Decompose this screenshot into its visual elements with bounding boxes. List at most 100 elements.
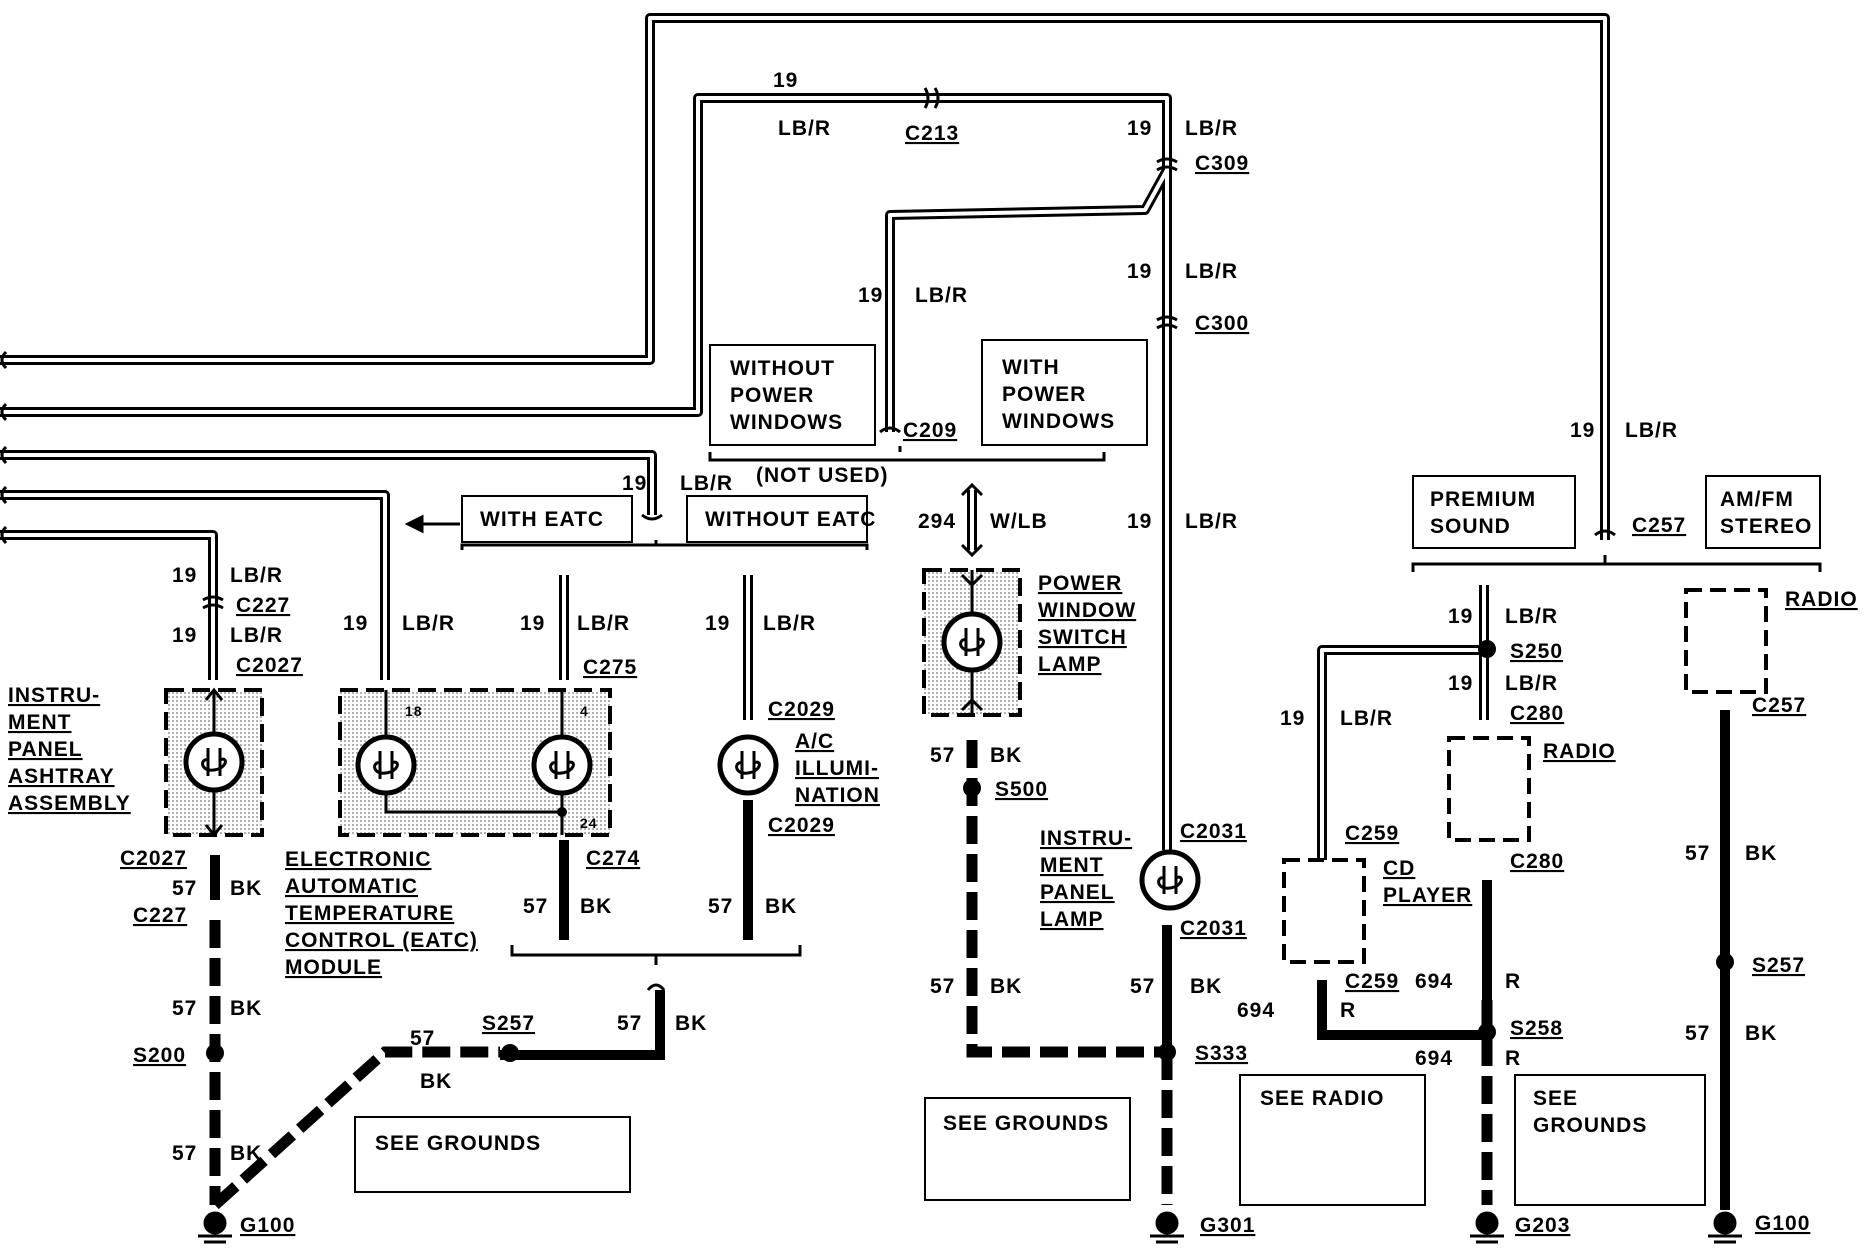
- wire-57: 57: [1685, 1022, 1710, 1045]
- ip-lamp-label-2: MENT: [1040, 854, 1104, 877]
- box-labels: WITHOUT POWER WINDOWS WITH POWER WINDOWS…: [375, 356, 1811, 1155]
- wire-57: 57: [172, 1142, 197, 1165]
- amfm-stereo-line1: AM/FM: [1720, 488, 1794, 511]
- wire-19: 19: [705, 612, 730, 635]
- wire-color: LB/R: [1625, 419, 1678, 442]
- eatc-label-5: MODULE: [285, 956, 382, 979]
- with-power-windows-line3: WINDOWS: [1002, 410, 1115, 433]
- see-grounds-box: SEE GROUNDS: [375, 1132, 541, 1155]
- ip-lamp-label-1: INSTRU-: [1040, 827, 1132, 850]
- wire-57: 57: [1130, 975, 1155, 998]
- wire-57: 57: [172, 877, 197, 900]
- ac-label-1: A/C: [795, 730, 834, 753]
- pw-lamp-label-2: WINDOW: [1038, 599, 1136, 622]
- ashtray-assembly: [164, 687, 264, 838]
- wire-color: LB/R: [402, 612, 455, 635]
- wire-color: BK: [990, 975, 1022, 998]
- ac-illumination-lamp: [720, 737, 776, 793]
- connector-c257: C257: [1632, 514, 1686, 537]
- ashtray-label-4: ASHTRAY: [8, 765, 115, 788]
- ashtray-label-5: ASSEMBLY: [8, 792, 131, 815]
- ip-lamp-label-4: LAMP: [1040, 908, 1104, 931]
- wire-57: 57: [172, 997, 197, 1020]
- splice-s500: S500: [995, 778, 1048, 801]
- wire-color: LB/R: [230, 624, 283, 647]
- component-labels: INSTRU- MENT PANEL ASHTRAY ASSEMBLY ELEC…: [8, 572, 1858, 979]
- pw-lamp-label-3: SWITCH: [1038, 626, 1127, 649]
- wire-color: BK: [230, 997, 262, 1020]
- wire-57: 57: [708, 895, 733, 918]
- wire-color: BK: [1745, 842, 1777, 865]
- connector-c2031: C2031: [1180, 820, 1247, 843]
- see-grounds-line1: SEE: [1533, 1087, 1578, 1110]
- splice-s333: S333: [1195, 1042, 1248, 1065]
- connector-c259: C259: [1345, 970, 1399, 993]
- eatc-label-1: ELECTRONIC: [285, 848, 432, 871]
- wire-color: BK: [675, 1012, 707, 1035]
- wlb-wire: [960, 482, 984, 558]
- splice-s257: S257: [1752, 954, 1805, 977]
- wire-19: 19: [858, 284, 883, 307]
- wire-color: LB/R: [577, 612, 630, 635]
- wire-color: BK: [230, 877, 262, 900]
- wire-color: LB/R: [1505, 672, 1558, 695]
- wire-color: BK: [420, 1070, 452, 1093]
- connector-c259: C259: [1345, 822, 1399, 845]
- wire-19: 19: [1570, 419, 1595, 442]
- radio-label: RADIO: [1785, 588, 1858, 611]
- splice-s257: S257: [482, 1012, 535, 1035]
- instrument-panel-lamp: [1142, 852, 1198, 908]
- eatc-module: [338, 688, 612, 837]
- pin-4: 4: [580, 703, 589, 719]
- wire-color: LB/R: [915, 284, 968, 307]
- connector-c2029: C2029: [768, 814, 835, 837]
- wire-color: LB/R: [763, 612, 816, 635]
- ashtray-label-3: PANEL: [8, 738, 83, 761]
- eatc-label-3: TEMPERATURE: [285, 902, 454, 925]
- wire-color: LB/R: [1505, 605, 1558, 628]
- without-power-windows-line1: WITHOUT: [730, 357, 835, 380]
- ground-symbols: [198, 1211, 1742, 1244]
- connector-c257: C257: [1752, 694, 1806, 717]
- wire-57: 57: [1685, 842, 1710, 865]
- wire-694: 694: [1237, 999, 1275, 1022]
- wire-color: R: [1505, 1047, 1521, 1070]
- ac-label-2: ILLUMI-: [795, 757, 879, 780]
- cd-player-label-1: CD: [1383, 857, 1415, 880]
- splice-s200: S200: [133, 1044, 186, 1067]
- cd-player-label-2: PLAYER: [1383, 884, 1472, 907]
- power-window-switch-lamp: [922, 568, 1022, 717]
- splice-s258: S258: [1510, 1017, 1563, 1040]
- pin-24: 24: [580, 815, 598, 831]
- with-power-windows-line1: WITH: [1002, 356, 1060, 379]
- wire-19: 19: [172, 624, 197, 647]
- connector-c227: C227: [133, 904, 187, 927]
- wire-color: LB/R: [1185, 260, 1238, 283]
- connector-c309: C309: [1195, 152, 1249, 175]
- wire-694: 694: [1415, 970, 1453, 993]
- ground-g203: G203: [1515, 1214, 1570, 1237]
- wire-19: 19: [520, 612, 545, 635]
- connector-c274: C274: [586, 847, 640, 870]
- splice-s250: S250: [1510, 640, 1563, 663]
- ground-g100: G100: [1755, 1212, 1810, 1235]
- ground-g301: G301: [1200, 1214, 1255, 1237]
- wire-color: BK: [1745, 1022, 1777, 1045]
- connector-c227: C227: [236, 594, 290, 617]
- wire-19: 19: [1127, 260, 1152, 283]
- radio-label: RADIO: [1543, 740, 1616, 763]
- wire-color: LB/R: [1185, 117, 1238, 140]
- wire-694: 694: [1415, 1047, 1453, 1070]
- ashtray-label-2: MENT: [8, 711, 72, 734]
- pin-18: 18: [405, 703, 423, 719]
- without-power-windows-line3: WINDOWS: [730, 411, 843, 434]
- premium-sound-line2: SOUND: [1430, 515, 1511, 538]
- wire-color: BK: [1190, 975, 1222, 998]
- see-radio-box: SEE RADIO: [1260, 1087, 1385, 1110]
- wire-19: 19: [773, 69, 798, 92]
- wire-57: 57: [410, 1027, 435, 1050]
- labels: 19 LB/R C213 19 LB/R C309 19 LB/R C300 1…: [120, 69, 1810, 1237]
- wire-19: 19: [343, 612, 368, 635]
- wire-color: BK: [990, 744, 1022, 767]
